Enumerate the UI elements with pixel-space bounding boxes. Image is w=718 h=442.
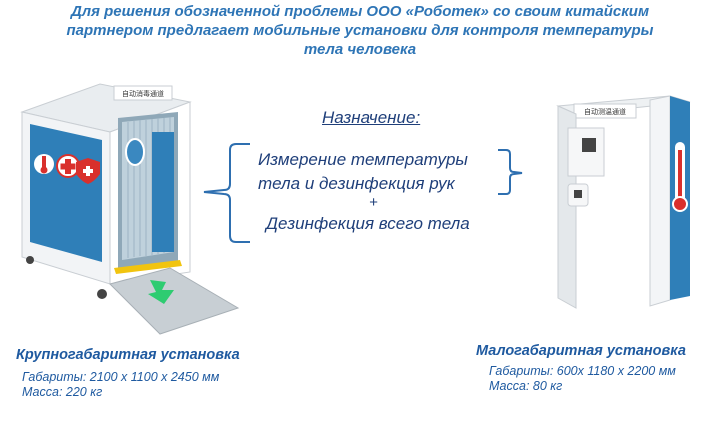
small-unit-mass: Масса: 80 кг <box>489 379 563 393</box>
purpose-plus: + <box>369 194 378 211</box>
purpose-heading: Назначение: <box>322 108 421 127</box>
large-booth-sign: 自动消毒通道 <box>122 89 164 98</box>
title-line-2: партнером предлагает мобильные установки… <box>66 22 654 39</box>
purpose-line-3: Дезинфекция всего тела <box>266 214 470 233</box>
small-gate-image: 自动测温通道 <box>556 95 691 309</box>
large-booth-image: 自动消毒通道 <box>20 83 240 335</box>
large-unit-name: Крупногабаритная установка <box>16 347 240 363</box>
right-brace <box>498 149 523 195</box>
small-gate-sign: 自动测温通道 <box>584 107 626 116</box>
page-title: Для решения обозначенной проблемы ООО «Р… <box>20 2 700 59</box>
left-brace <box>203 143 250 243</box>
large-unit-dimensions: Габариты: 2100 х 1100 х 2450 мм <box>22 370 220 384</box>
large-unit-mass: Масса: 220 кг <box>22 385 103 399</box>
small-unit-dimensions: Габариты: 600х 1180 х 2200 мм <box>489 364 676 378</box>
title-line-3: тела человека <box>303 41 417 58</box>
small-unit-name: Малогабаритная установка <box>476 343 686 359</box>
title-line-1: Для решения обозначенной проблемы ООО «Р… <box>70 3 650 20</box>
purpose-line-2: тела и дезинфекция рук <box>258 174 455 193</box>
ramp <box>109 267 240 335</box>
purpose-line-1: Измерение температуры <box>258 150 468 169</box>
